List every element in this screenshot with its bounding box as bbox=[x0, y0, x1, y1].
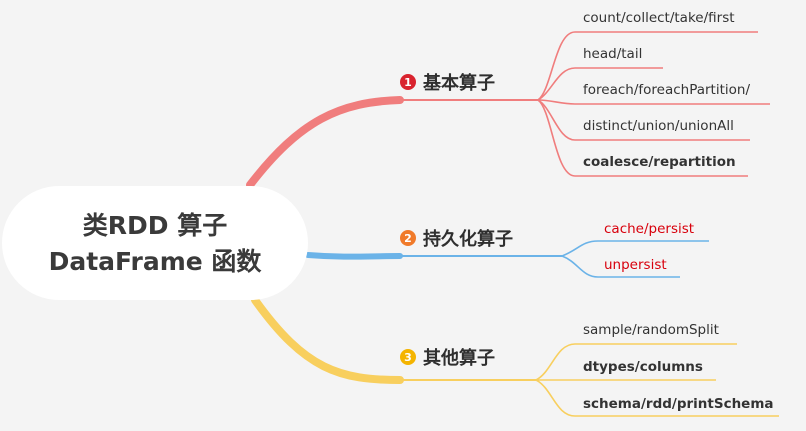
leaf-node: unpersist bbox=[604, 257, 667, 273]
number-badge-icon bbox=[400, 349, 416, 365]
leaf-node: coalesce/repartition bbox=[583, 154, 736, 170]
number-badge-icon bbox=[400, 74, 416, 90]
leaf-connectors-basic bbox=[537, 31, 576, 177]
root-title-line2: DataFrame 函数 bbox=[49, 247, 263, 276]
branch-label-other: 其他算子 bbox=[423, 347, 495, 369]
branch-connector-basic bbox=[246, 96, 404, 189]
leaf-node: head/tail bbox=[583, 46, 642, 62]
leaf-connectors-persist bbox=[561, 240, 599, 278]
branch-connector-persist bbox=[305, 252, 403, 260]
branch-label-basic: 基本算子 bbox=[422, 72, 495, 94]
branch-label-persist: 持久化算子 bbox=[423, 228, 513, 250]
leaf-node: dtypes/columns bbox=[583, 359, 703, 375]
leaf-node: schema/rdd/printSchema bbox=[583, 396, 774, 412]
badge-number: 1 bbox=[404, 76, 412, 89]
leaf-connectors-other bbox=[535, 343, 576, 417]
badge-number: 2 bbox=[404, 232, 412, 245]
leaf-underlines-other bbox=[575, 343, 779, 417]
leaf-node: distinct/union/unionAll bbox=[583, 118, 734, 134]
badge-number: 3 bbox=[404, 351, 412, 364]
branch-connector-other bbox=[251, 296, 404, 384]
leaf-underlines-persist bbox=[598, 240, 709, 278]
leaf-node: cache/persist bbox=[604, 221, 694, 237]
leaf-node: sample/randomSplit bbox=[583, 322, 719, 338]
number-badge-icon bbox=[400, 230, 416, 246]
leaf-underlines-basic bbox=[575, 31, 770, 177]
root-node bbox=[2, 186, 308, 300]
leaf-node: count/collect/take/first bbox=[583, 10, 735, 26]
root-title-line1: 类RDD 算子 bbox=[83, 211, 227, 240]
leaf-node: foreach/foreachPartition/ bbox=[583, 82, 750, 98]
